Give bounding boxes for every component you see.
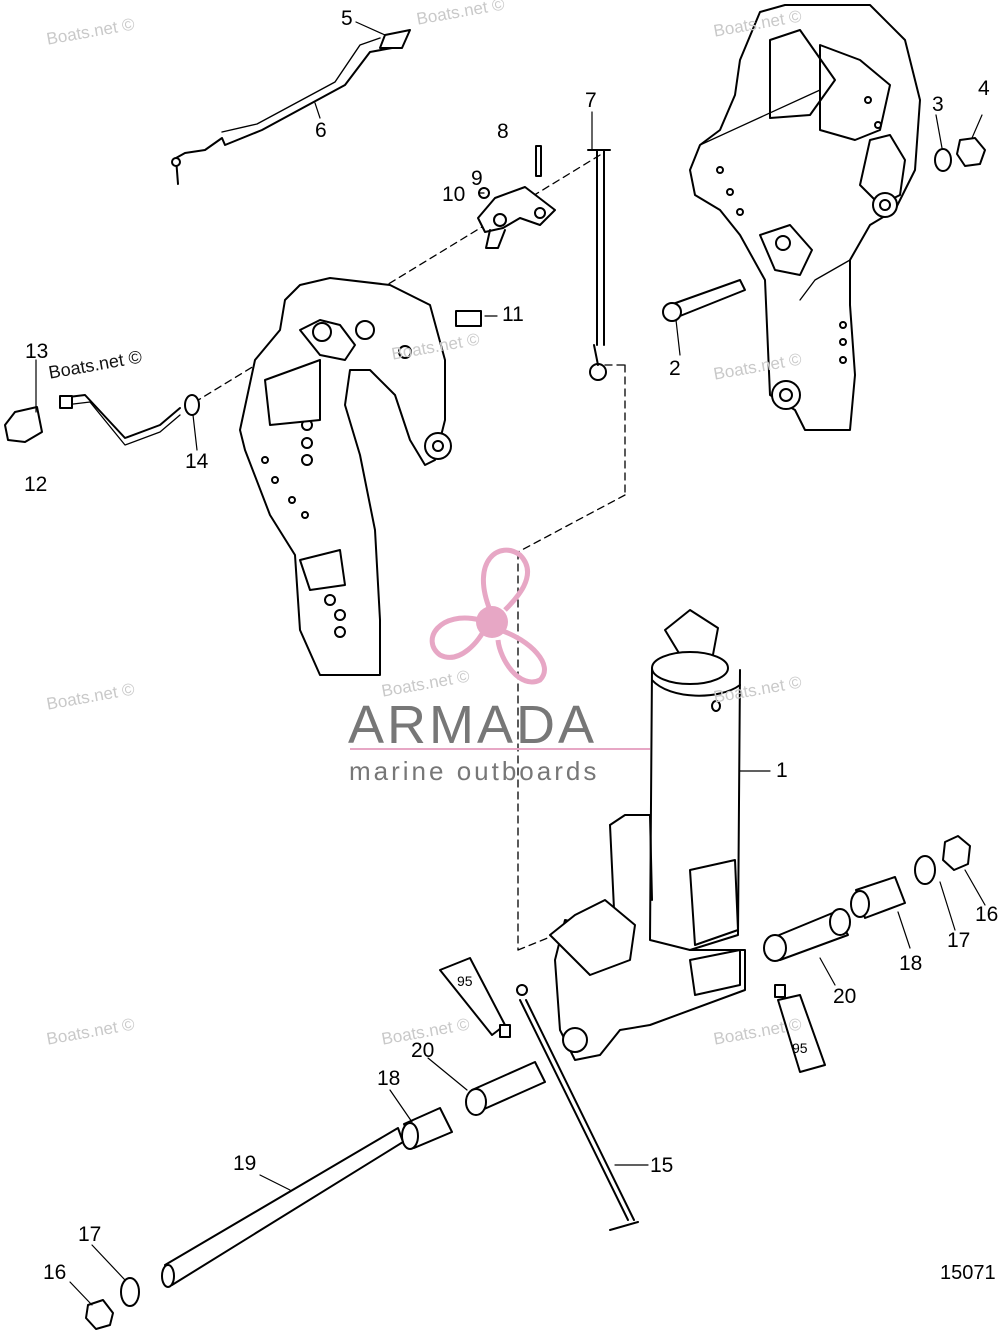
right-clamp-bracket [689,4,921,431]
bolt-part-2 [662,279,746,322]
shift-linkage-part-13 [4,394,200,446]
wire-part-7 [587,149,611,381]
callout-17-lower: 17 [78,1223,102,1246]
callout-17-right: 17 [947,929,971,952]
callout-9: 9 [471,167,483,190]
figure-number: 15071 [940,1262,996,1284]
tube-part-20-right [763,908,851,962]
pivot-rod-part-19 [161,1127,404,1288]
bushing-part-18-lower [401,1107,453,1150]
callout-18-right: 18 [899,952,923,975]
shift-rod-part-6 [171,29,411,185]
sealant-tube-upper [439,957,511,1038]
callout-4: 4 [978,77,990,100]
nut-part-16-right [942,835,971,871]
callout-14: 14 [185,450,209,473]
callout-13: 13 [25,340,49,363]
link-part-9 [477,186,556,249]
callout-10: 10 [442,183,466,206]
armada-logo-text: ARMADA [348,695,598,755]
alignment-dashed-lines [194,154,626,951]
callout-6: 6 [315,119,327,142]
callout-19: 19 [233,1152,257,1175]
tube-part-20-lower [465,1061,546,1116]
callout-1: 1 [776,759,788,782]
callout-16-right: 16 [975,903,999,926]
wire-part-15 [516,984,639,1231]
washer-part-17-right [914,855,936,885]
callout-15: 15 [650,1154,674,1177]
sealant-label-lower: 95 [792,1040,808,1056]
nut-part-4 [956,137,986,167]
left-clamp-bracket [239,277,452,676]
armada-logo-tagline: marine outboards [349,756,600,786]
callout-18-lower: 18 [377,1067,401,1090]
pin-part-8 [535,145,542,177]
tilt-cylinder-part-1 [549,609,746,1061]
leader-lines [35,21,986,1306]
callout-11: 11 [502,303,524,326]
callout-5: 5 [341,7,353,30]
callout-2: 2 [669,357,681,380]
callout-3: 3 [932,93,944,116]
callout-16-lower: 16 [43,1261,67,1284]
callout-12: 12 [24,473,48,496]
sealant-tube-lower [774,984,826,1073]
washer-part-17-lower [120,1277,140,1307]
part-11-box [455,310,482,327]
armada-logo-propeller-icon [429,547,547,685]
callout-8: 8 [497,120,509,143]
bushing-part-18-right [850,876,906,919]
sealant-label-upper: 95 [457,973,473,989]
callout-20-right: 20 [833,985,857,1008]
armada-logo-divider [350,748,650,750]
nut-part-16-lower [85,1299,114,1330]
callout-7: 7 [585,89,597,112]
callout-20-lower: 20 [411,1039,435,1062]
washer-part-3 [934,148,952,172]
